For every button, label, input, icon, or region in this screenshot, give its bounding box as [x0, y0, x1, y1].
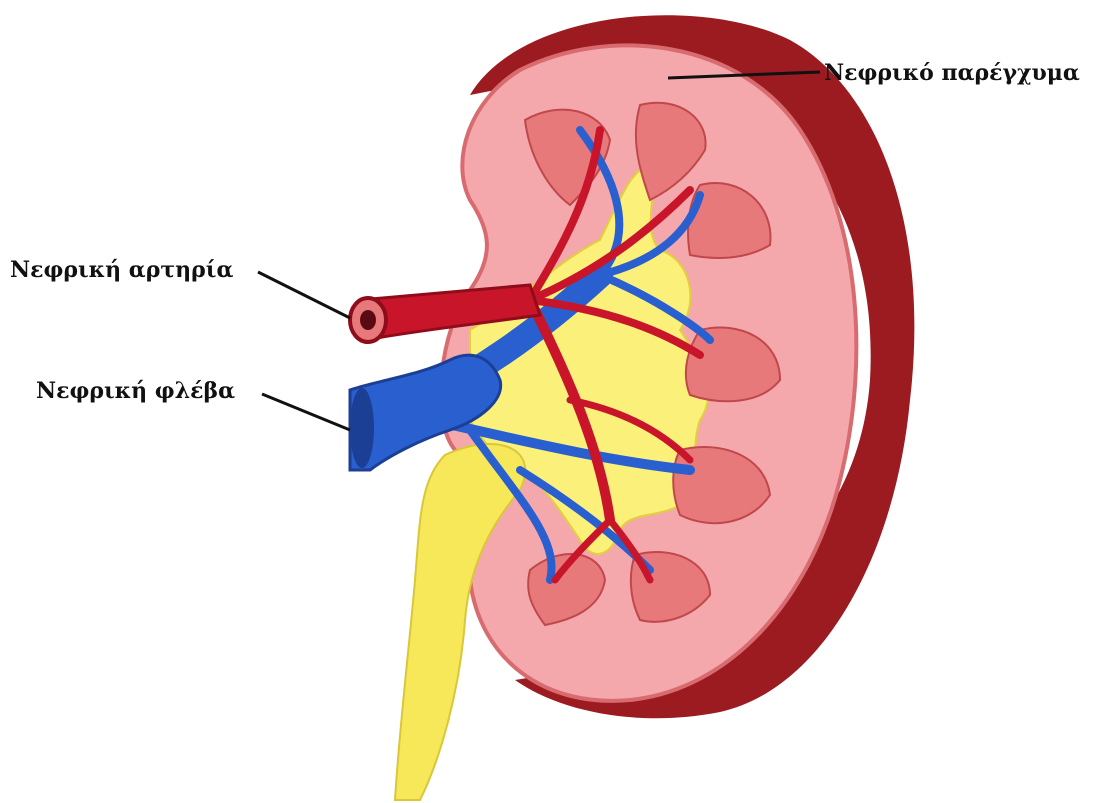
renal-artery-lumen: [360, 310, 376, 330]
renal-vein-label: Νεφρική φλέβα: [36, 380, 235, 402]
artery-leader-line: [258, 272, 350, 318]
vein-leader-line: [262, 394, 350, 430]
renal-parenchyma-label: Νεφρικό παρέγχυμα: [824, 62, 1080, 84]
renal-artery-label: Νεφρική αρτηρία: [10, 259, 233, 281]
renal-vein-opening: [350, 388, 374, 468]
